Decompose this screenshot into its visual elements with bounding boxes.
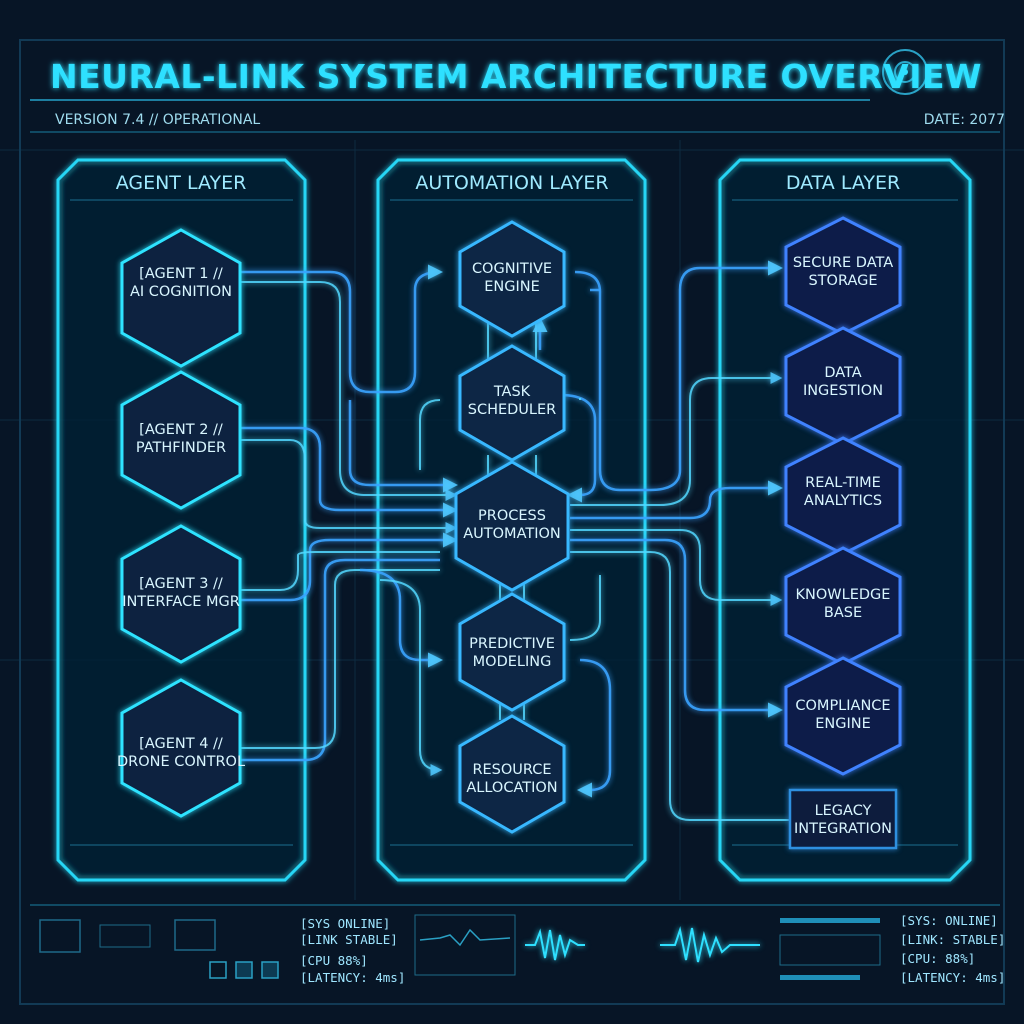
agent-3-label-line2: INTERFACE MGR [122,594,240,610]
predictive-modeling-line1: PREDICTIVE [469,636,555,652]
automation-node-process-automation[interactable]: PROCESS AUTOMATION [454,460,570,592]
agent-node-1[interactable]: [AGENT 1 // AI COGNITION [120,228,242,368]
data-node-secure-storage[interactable]: SECURE DATA STORAGE [784,216,902,336]
agent-1-label-line2: AI COGNITION [130,284,232,300]
data-node-ingestion[interactable]: DATA INGESTION [784,326,902,446]
data-layer-title: DATA LAYER [786,172,900,194]
resource-allocation-line1: RESOURCE [472,762,551,778]
cognitive-engine-line1: COGNITIVE [472,261,552,277]
process-automation-line1: PROCESS [478,508,546,524]
compliance-line1: COMPLIANCE [795,698,890,714]
cognitive-engine-line2: ENGINE [484,279,540,295]
waveform-2 [660,926,760,963]
agent-1-label-line1: [AGENT 1 // [139,266,223,282]
date-label: DATE: 2077 [924,112,1005,128]
version-label: VERSION 7.4 // OPERATIONAL [55,112,260,128]
analytics-line2: ANALYTICS [804,493,882,509]
automation-node-resource-allocation[interactable]: RESOURCE ALLOCATION [458,714,566,834]
automation-node-task-scheduler[interactable]: TASK SCHEDULER [458,344,566,462]
agent-3-label-line1: [AGENT 3 // [139,576,223,592]
cognitive-engine-hexagon [458,220,566,338]
agent-node-4[interactable]: [AGENT 4 // DRONE CONTROL [117,678,245,818]
footer-status-latency: [LATENCY: 4ms] [300,970,405,985]
status-latency: [LATENCY: 4ms] [900,970,1005,985]
agent-4-hexagon [120,678,242,818]
agent-3-hexagon [120,524,242,664]
secure-storage-line1: SECURE DATA [793,255,893,271]
ingestion-line2: INGESTION [803,383,883,399]
automation-layer-title: AUTOMATION LAYER [415,172,608,194]
agent-4-label-line2: DRONE CONTROL [117,754,245,770]
footer-status-sys: [SYS ONLINE] [300,916,390,931]
waveform-1 [525,928,585,961]
agent-1-hexagon [120,228,242,368]
legacy-box [788,788,898,850]
analytics-line1: REAL-TIME [805,475,881,491]
data-node-analytics[interactable]: REAL-TIME ANALYTICS [784,436,902,556]
automation-node-predictive-modeling[interactable]: PREDICTIVE MODELING [458,592,566,712]
legacy-line2: INTEGRATION [794,821,892,837]
camera-icon [209,961,227,979]
agent-layer-title: AGENT LAYER [116,172,247,194]
compliance-line2: ENGINE [815,716,871,732]
resource-allocation-hexagon [458,714,566,834]
agent-2-label-line1: [AGENT 2 // [139,422,223,438]
page-title: NEURAL-LINK SYSTEM ARCHITECTURE OVERVIEW [50,57,982,96]
radar-icon [882,49,928,95]
status-cpu: [CPU: 88%] [900,951,975,966]
footer-status-link: [LINK STABLE] [300,932,398,947]
knowledge-base-line1: KNOWLEDGE [796,587,891,603]
agent-node-2[interactable]: [AGENT 2 // PATHFINDER [120,370,242,510]
screen-icon [174,919,216,951]
predictive-modeling-line2: MODELING [473,654,552,670]
legacy-line1: LEGACY [815,803,872,819]
task-scheduler-line2: SCHEDULER [468,402,557,418]
status-link-stable: [LINK: STABLE] [900,932,1005,947]
process-automation-hexagon [454,460,570,592]
target-icon [39,919,81,953]
data-node-compliance[interactable]: COMPLIANCE ENGINE [784,656,902,776]
automation-node-cognitive-engine[interactable]: COGNITIVE ENGINE [458,220,566,338]
knowledge-base-line2: BASE [824,605,862,621]
outer-frame [19,39,1005,1005]
connection-wires [240,260,790,821]
agent-4-label-line1: [AGENT 4 // [139,736,223,752]
predictive-modeling-hexagon [458,592,566,712]
data-node-legacy[interactable]: LEGACY INTEGRATION [788,788,898,850]
task-scheduler-line1: TASK [493,384,531,400]
compliance-hexagon [784,656,902,776]
resource-allocation-line2: ALLOCATION [466,780,557,796]
task-scheduler-hexagon [458,344,566,462]
footer-panel [30,904,1000,980]
secure-storage-line2: STORAGE [808,273,877,289]
process-automation-line2: AUTOMATION [463,526,561,542]
data-node-knowledge-base[interactable]: KNOWLEDGE BASE [784,546,902,666]
agent-2-hexagon [120,370,242,510]
ingestion-line1: DATA [824,365,861,381]
plus-icon [235,961,253,979]
settings-icon [261,961,279,979]
agent-2-label-line2: PATHFINDER [136,440,226,456]
footer-status-cpu: [CPU 88%] [300,953,368,968]
agent-node-3[interactable]: [AGENT 3 // INTERFACE MGR [120,524,242,664]
agent-layer-panel: AGENT LAYER [56,158,307,882]
status-sys-online: [SYS: ONLINE] [900,913,998,928]
